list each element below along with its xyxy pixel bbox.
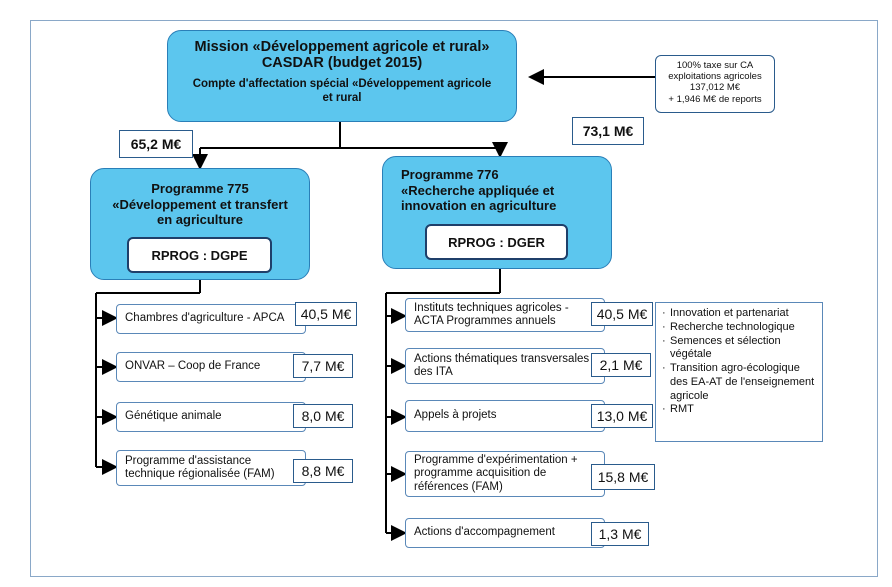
program-776-item-1-label: Instituts techniques agricoles - ACTA Pr… [414, 301, 569, 327]
program-776-item-3-amount: 13,0 M€ [591, 404, 653, 428]
program-776-item-5-amount: 1,3 M€ [591, 522, 649, 546]
program-775-title-line3: en agriculture [157, 212, 243, 228]
tax-line4: + 1,946 M€ de reports [668, 93, 762, 105]
theme-item: ·Transition agro-écologique des EA-AT de… [662, 362, 818, 403]
theme-item-4-text: Transition agro-écologique des EA-AT de … [670, 362, 815, 402]
program-775-item-4-amount: 8,8 M€ [293, 459, 353, 483]
program-775-rprog: RPROG : DGPE [127, 237, 272, 273]
program-775-item-1-amount: 40,5 M€ [295, 302, 357, 326]
tax-line3: 137,012 M€ [689, 82, 741, 94]
program-775-item-1-label: Chambres d'agriculture - APCA [125, 312, 285, 325]
program-776-item-1-amount: 40,5 M€ [591, 302, 653, 326]
program-776-item-5: Actions d'accompagnement [405, 518, 605, 548]
program-776-rprog: RPROG : DGER [425, 224, 568, 260]
mission-box: Mission «Développement agricole et rural… [167, 30, 517, 122]
mission-subtitle: Compte d'affectation spécial «Développem… [192, 78, 492, 104]
program-775-item-3: Génétique animale [116, 402, 306, 432]
program-775-item-2: ONVAR – Coop de France [116, 352, 306, 382]
program-775-item-3-label: Génétique animale [125, 410, 222, 423]
amount-right: 73,1 M€ [572, 117, 644, 145]
program-776-item-1: Instituts techniques agricoles - ACTA Pr… [405, 298, 605, 332]
theme-item: ·RMT [662, 403, 694, 416]
program-775-title-line2: «Développement et transfert [112, 196, 288, 212]
theme-item: ·Semences et sélection végétale [662, 335, 818, 363]
program-776-item-5-label: Actions d'accompagnement [414, 526, 555, 539]
theme-item-3-text: Semences et sélection végétale [670, 334, 781, 361]
program-776-item-2-amount: 2,1 M€ [591, 353, 651, 377]
theme-item: ·Recherche technologique [662, 320, 795, 333]
program-776-title-line3: innovation en agriculture [401, 198, 557, 214]
mission-title-line1: Mission «Développement agricole et rural… [194, 39, 490, 55]
tax-line1: 100% taxe sur CA [676, 60, 754, 71]
program-776-item-3: Appels à projets [405, 400, 605, 432]
program-776-title-line1: Programme 776 [401, 167, 499, 182]
program-775-item-4-label: Programme d'assistance technique régiona… [125, 454, 275, 480]
tax-box: 100% taxe sur CA exploitations agricoles… [655, 55, 775, 113]
theme-item-5-text: RMT [670, 403, 694, 416]
diagram-frame [30, 20, 878, 577]
program-776-item-2-label: Actions thématiques transversales des IT… [414, 352, 590, 378]
theme-item-1-text: Innovation et partenariat [670, 307, 789, 319]
amount-left: 65,2 M€ [119, 130, 193, 158]
program-776-item-3-label: Appels à projets [414, 409, 497, 422]
program-775-item-2-label: ONVAR – Coop de France [125, 360, 261, 373]
program-776-item-4: Programme d'expérimentation + programme … [405, 451, 605, 497]
mission-title-line2: CASDAR (budget 2015) [261, 55, 423, 71]
program-775-item-4: Programme d'assistance technique régiona… [116, 450, 306, 486]
theme-item: ·Innovation et partenariat [662, 307, 789, 319]
program-776-item-4-amount: 15,8 M€ [591, 464, 655, 490]
tax-line2: exploitations agricoles [668, 71, 762, 83]
themes-box: ·Innovation et partenariat ·Recherche te… [655, 302, 823, 442]
program-776-item-4-label: Programme d'expérimentation + programme … [414, 454, 578, 493]
program-775-title-line1: Programme 775 [151, 181, 249, 196]
program-776-item-2: Actions thématiques transversales des IT… [405, 348, 605, 384]
program-775-item-1: Chambres d'agriculture - APCA [116, 304, 306, 334]
theme-item-2-text: Recherche technologique [670, 320, 795, 333]
program-776-title-line2: «Recherche appliquée et [401, 182, 555, 198]
program-775-item-2-amount: 7,7 M€ [293, 354, 353, 378]
program-775-item-3-amount: 8,0 M€ [293, 404, 353, 428]
